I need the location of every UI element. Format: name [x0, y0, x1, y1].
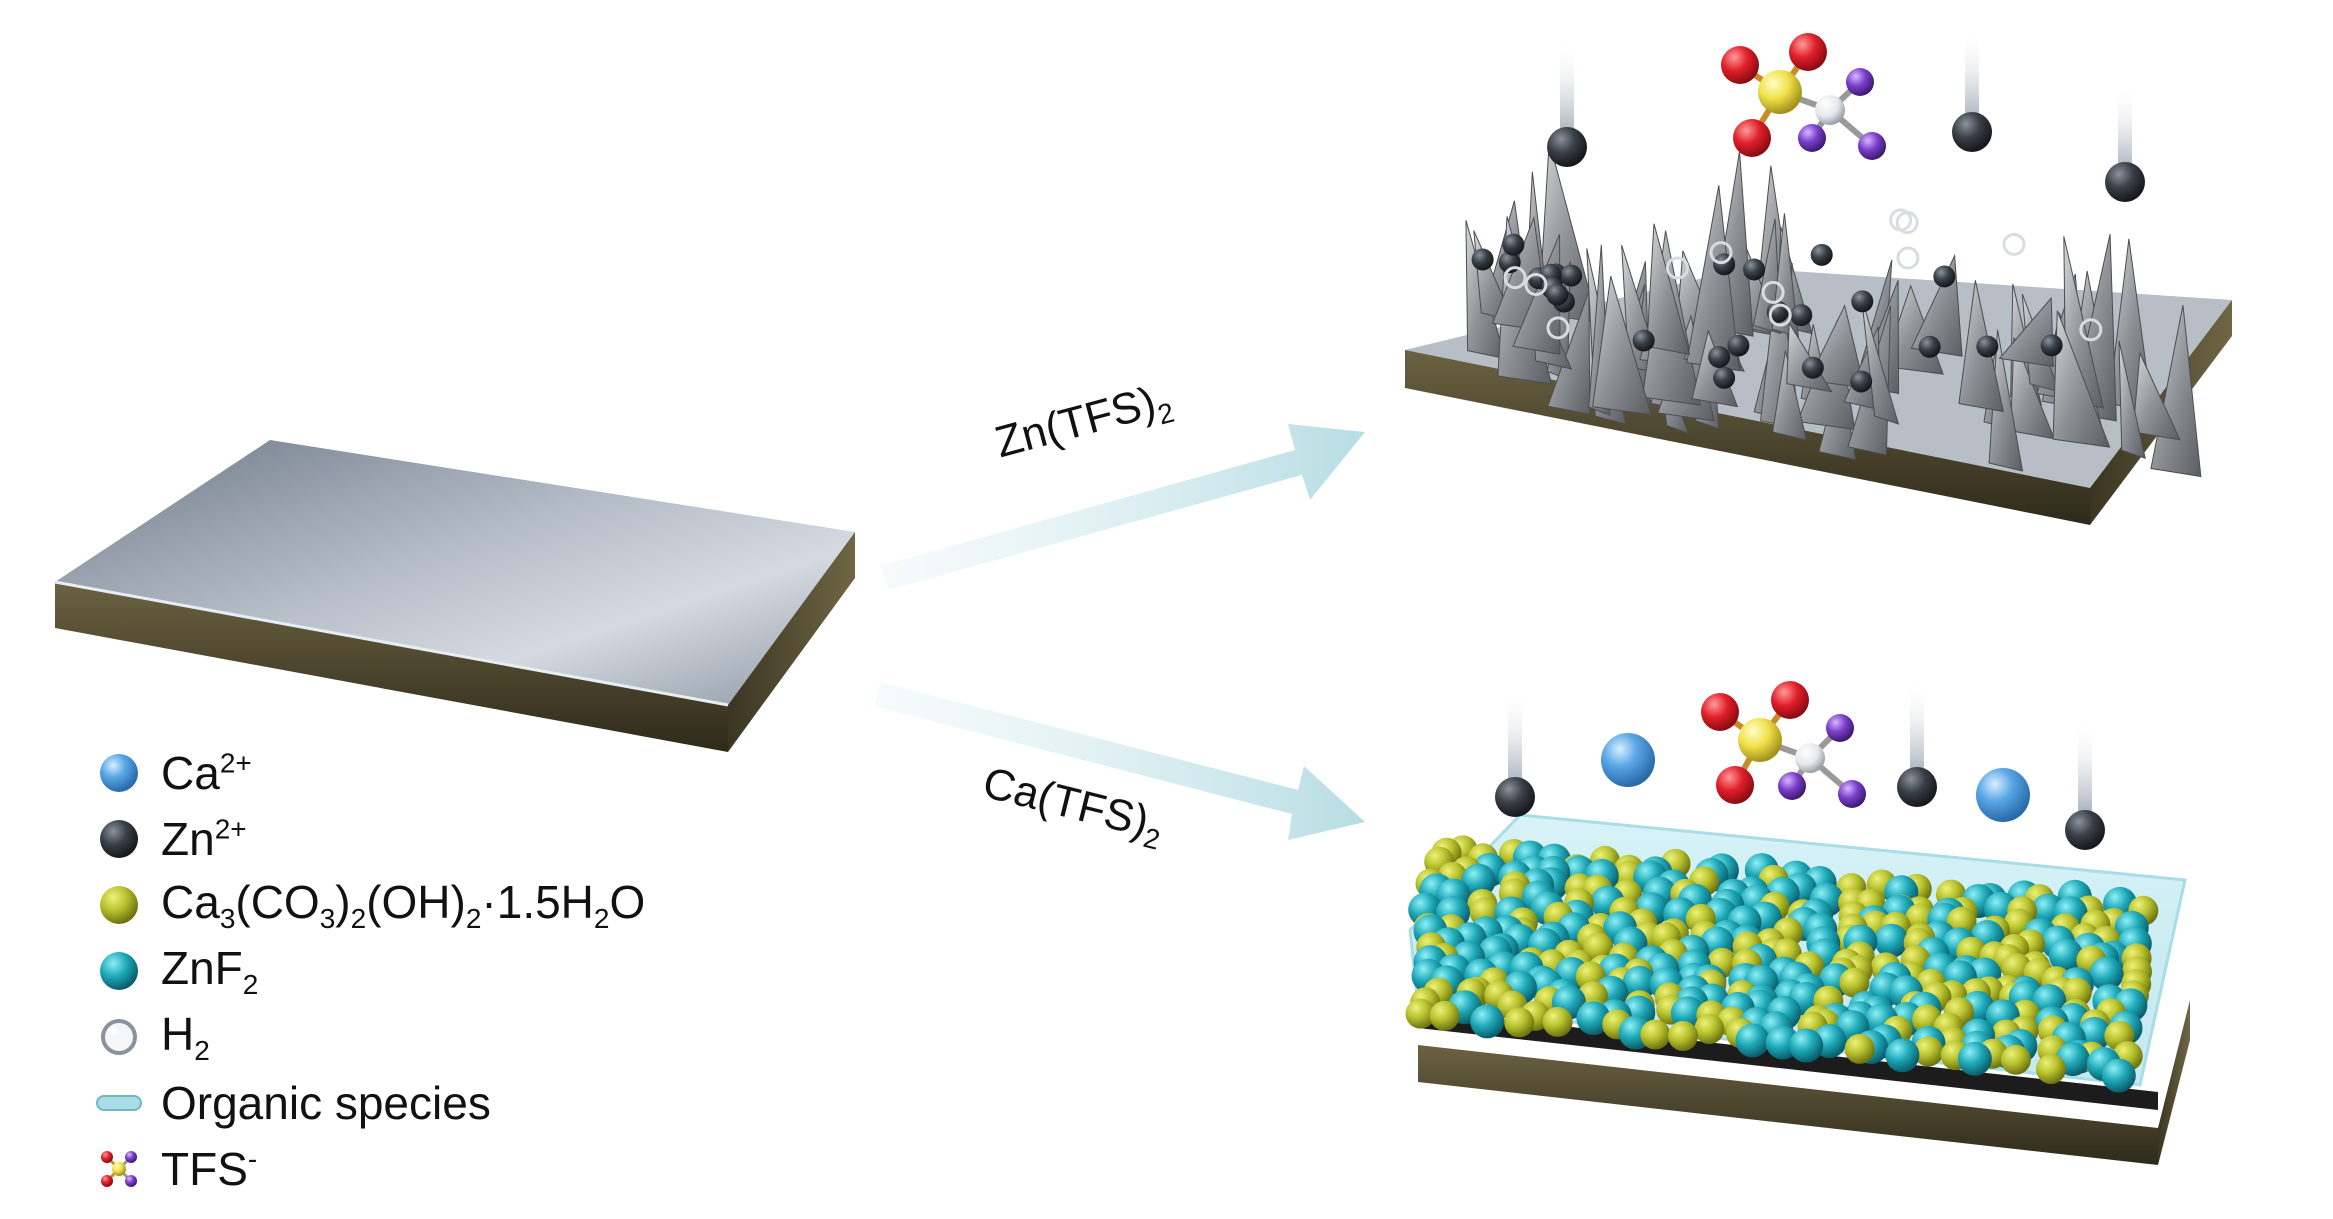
- zn-ion-dot: [1918, 335, 1941, 358]
- znf2-particle: [2089, 956, 2124, 991]
- tfs-molecule-top: [1721, 33, 1886, 160]
- tfs-molecule-bottom: [1701, 681, 1866, 808]
- zn-ion-dot: [1810, 243, 1833, 266]
- zn-ion-dot: [1850, 370, 1873, 393]
- carbonate-particle: [1913, 1036, 1944, 1067]
- legend-item-carbonate: Ca3(CO3)2(OH)2·1.5H2O: [95, 872, 815, 938]
- dendrite-flake: [1998, 296, 2054, 367]
- carbonate-particle: [2036, 1054, 2066, 1084]
- ca-ion-icon: [100, 754, 138, 792]
- legend-item-organic: Organic species: [95, 1070, 815, 1136]
- znf2-particle: [1461, 863, 1496, 898]
- h2-bubble: [1503, 266, 1527, 290]
- carbonate-particle: [1640, 1019, 1671, 1050]
- carbonate-particle-icon: [100, 886, 138, 924]
- h2-bubble: [1896, 246, 1920, 270]
- znf2-particle: [1874, 923, 1909, 958]
- h2-bubble: [1546, 316, 1570, 340]
- legend-item-zn-ion: Zn2+: [95, 806, 815, 872]
- carbonate-particle: [2061, 977, 2092, 1008]
- zn-ion-dot: [1502, 233, 1525, 256]
- carbonate-particle: [1405, 998, 1436, 1029]
- carbonate-particle: [1844, 1033, 1875, 1064]
- h2-bubble: [1709, 241, 1733, 265]
- znf2-particle: [1885, 1038, 1920, 1073]
- zn-ion-dot: [1713, 253, 1736, 276]
- zn-ion-dot: [1546, 283, 1569, 306]
- h2-bubble: [1665, 256, 1689, 280]
- carbonate-particle: [1429, 1000, 1460, 1031]
- legend-label-carbonate: Ca3(CO3)2(OH)2·1.5H2O: [161, 875, 646, 935]
- carbonate-particle: [1542, 1006, 1573, 1037]
- bare-zinc-plate: [54, 440, 855, 752]
- zn-ions-on-flakes: [1471, 208, 2103, 393]
- h2-bubble: [2002, 232, 2026, 256]
- zn-ion-dot: [1708, 345, 1731, 368]
- carbonate-particle: [1839, 967, 1870, 998]
- h2-bubble: [2079, 318, 2103, 342]
- legend-item-tfs: TFS-: [95, 1136, 815, 1202]
- dendrite-flake: [1621, 244, 1663, 376]
- dendrite-flake: [1646, 223, 1691, 355]
- zn-ion-dot: [1471, 248, 1494, 271]
- legend-label-ca-ion: Ca2+: [161, 747, 252, 799]
- organic-species-icon: [96, 1095, 142, 1111]
- dendrite-flake: [1547, 291, 1591, 415]
- legend-label-h2: H2: [161, 1007, 210, 1067]
- zn-ion-dot: [1632, 329, 1655, 352]
- arrow-to-ca-tfs: [874, 682, 1365, 840]
- tfs-anion-icon: [101, 1151, 137, 1187]
- znf2-particle-icon: [100, 952, 138, 990]
- legend-label-znf2: ZnF2: [161, 941, 259, 1001]
- legend-item-znf2: ZnF2: [95, 938, 815, 1004]
- dendrite-flake: [1772, 350, 1808, 441]
- dendrite-flake: [1861, 296, 1900, 425]
- h2-bubble: [1761, 280, 1785, 304]
- zn-ion-dot: [2040, 334, 2063, 357]
- zn-ion-dot: [1560, 264, 1583, 287]
- dendrite-flake: [2118, 340, 2146, 459]
- zn-ion-dot: [1713, 366, 1736, 389]
- legend-label-tfs: TFS-: [161, 1143, 258, 1195]
- znf2-particle: [2048, 938, 2083, 973]
- dendrite-flake: [2052, 310, 2111, 448]
- particle-layer: [1405, 835, 2159, 1093]
- zn-ion-dot: [1801, 356, 1824, 379]
- zn-ion-dot: [1976, 335, 1999, 358]
- falling-ions-bottom: [1495, 680, 2105, 850]
- zn-ion-dot: [1933, 265, 1956, 288]
- falling-zn-ions-top: [1547, 30, 2145, 202]
- carbonate-particle: [1504, 1007, 1535, 1038]
- carbonate-particle: [2000, 1044, 2031, 1075]
- zn-ion-dot: [1743, 258, 1766, 281]
- h2-bubble: [1524, 273, 1548, 297]
- znf2-particle: [2101, 1058, 2136, 1093]
- legend-label-zn-ion: Zn2+: [161, 813, 247, 865]
- znf2-particle: [1735, 1023, 1770, 1058]
- znf2-particle: [1576, 1001, 1611, 1036]
- h2-bubble: [1768, 303, 1792, 327]
- legend: Ca2+ Zn2+ Ca3(CO3)2(OH)2·1.5H2O ZnF2 H2 …: [95, 740, 815, 1202]
- carbonate-particle: [1694, 1014, 1725, 1044]
- dendrite-flake: [1592, 275, 1652, 416]
- dendrite-flake: [2010, 337, 2055, 440]
- h2-bubble-icon: [101, 1019, 137, 1055]
- zn-ion-dot: [1790, 304, 1813, 327]
- zn-ion-icon: [100, 820, 138, 858]
- arrow-to-zn-tfs: [880, 424, 1365, 590]
- znf2-particle: [1622, 965, 1657, 1000]
- carbonate-particle: [1668, 1021, 1698, 1051]
- dendrite-flake: [2132, 351, 2181, 441]
- znf2-particle: [1957, 1041, 1992, 1076]
- legend-label-organic: Organic species: [161, 1077, 491, 1129]
- zn-ion-dot: [1727, 334, 1750, 357]
- znf2-particle: [1470, 1004, 1505, 1039]
- znf2-particle: [1789, 1028, 1824, 1063]
- zn-ion-dot: [1851, 290, 1874, 313]
- h2-bubble: [1895, 211, 1919, 235]
- legend-item-ca-ion: Ca2+: [95, 740, 815, 806]
- legend-item-h2: H2: [95, 1004, 815, 1070]
